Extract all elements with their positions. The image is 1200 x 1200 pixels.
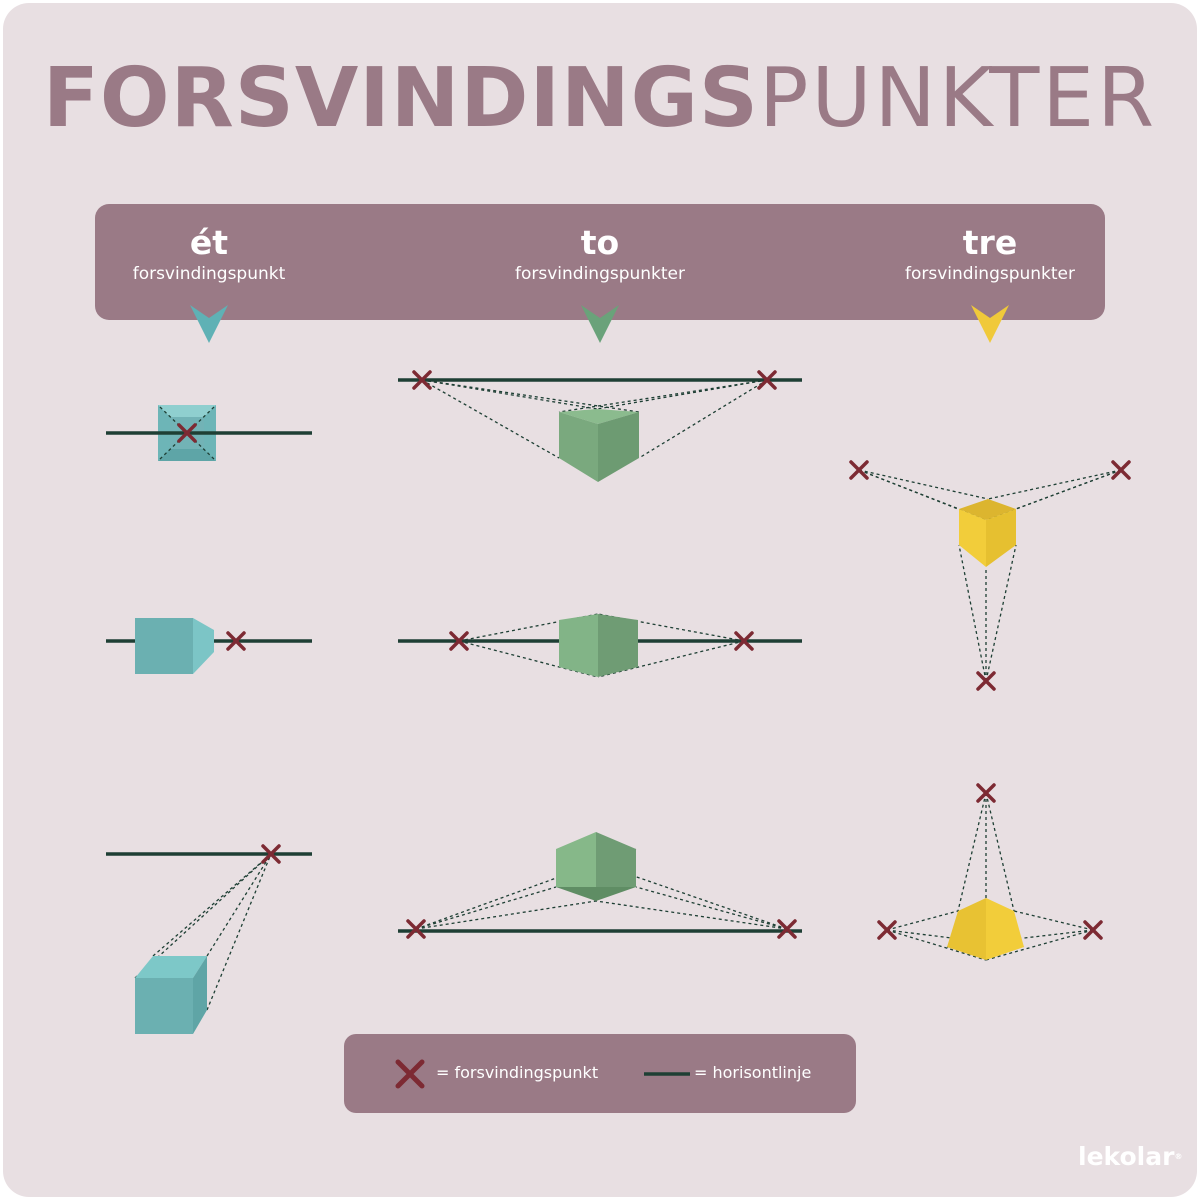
column-header-one-point: ét forsvindingspunkt <box>59 224 359 286</box>
vanishing-point-marker <box>976 671 996 691</box>
chevron-down-icon <box>581 305 619 343</box>
vanishing-point-marker <box>976 783 996 803</box>
vanishing-point-marker <box>877 920 897 940</box>
brand-name: lekolar <box>1078 1142 1175 1171</box>
registered-mark: ® <box>1174 1152 1183 1161</box>
legend-vanishing-point-label: = forsvindingspunkt <box>436 1063 599 1082</box>
column-number-two: to <box>580 223 620 262</box>
column-label-one: forsvindingspunkt <box>132 264 286 284</box>
title-light: PUNKTER <box>759 51 1158 146</box>
vanishing-point-marker <box>777 919 797 939</box>
three-point-cube-birds-eye <box>877 783 1103 961</box>
chevron-down-icon <box>190 305 228 343</box>
two-point-cube-below <box>398 370 802 482</box>
one-point-cube-front <box>106 405 312 461</box>
column-label-two: forsvindingspunkter <box>514 264 686 284</box>
column-label-three: forsvindingspunkter <box>904 264 1076 284</box>
column-header-two-point: to forsvindingspunkter <box>450 224 750 286</box>
vanishing-point-marker <box>406 919 426 939</box>
vanishing-point-marker <box>1111 460 1131 480</box>
column-header-band <box>95 204 1105 320</box>
legend-horizon-line-label: = horisontlinje <box>694 1063 812 1082</box>
two-point-cube-above <box>398 832 802 939</box>
column-number-three: tre <box>962 223 1018 262</box>
vanishing-point-marker <box>849 460 869 480</box>
poster-title: FORSVINDINGSPUNKTER <box>0 58 1200 140</box>
legend-box <box>344 1034 856 1113</box>
two-point-cube-on-horizon <box>398 613 802 678</box>
title-bold: FORSVINDINGS <box>42 51 759 146</box>
one-point-cube-side <box>106 618 312 674</box>
vanishing-point-marker <box>1083 920 1103 940</box>
horizon-line-legend-icon <box>644 1072 690 1076</box>
three-point-cube-worms-eye <box>849 460 1131 691</box>
one-point-cube-below <box>106 844 312 1034</box>
column-header-three-point: tre forsvindingspunkter <box>840 224 1140 286</box>
lekolar-logo: lekolar® <box>1078 1142 1182 1172</box>
column-number-one: ét <box>189 223 229 262</box>
vanishing-point-legend-icon <box>395 1059 425 1089</box>
chevron-down-icon <box>971 305 1009 343</box>
